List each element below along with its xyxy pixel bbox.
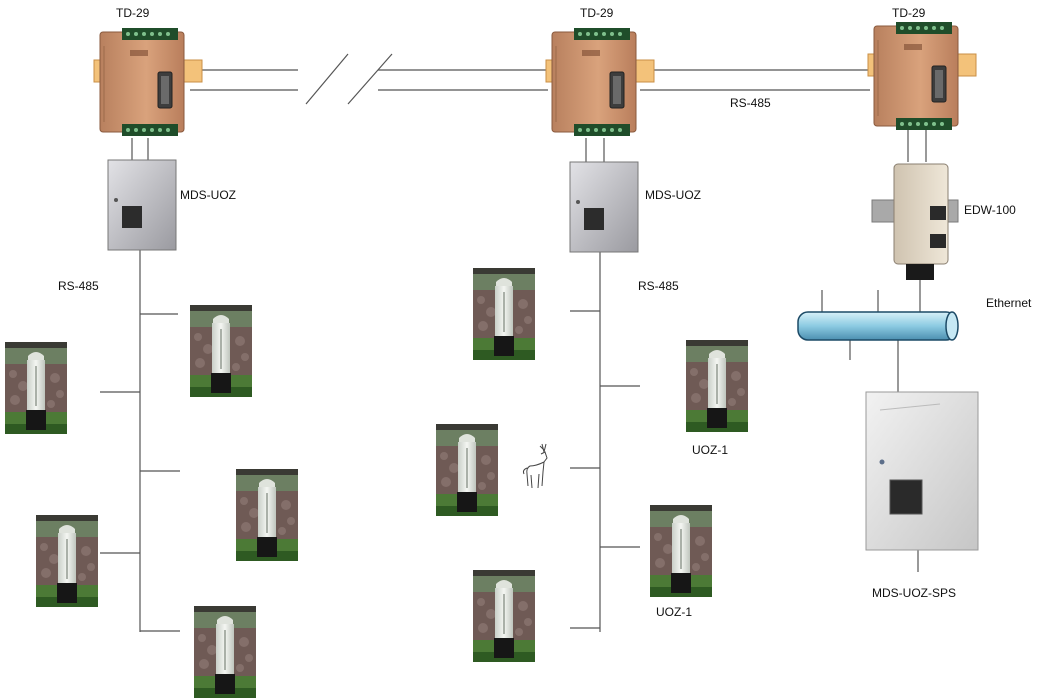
td29-right-device: [867, 21, 977, 131]
device-links: [131, 128, 927, 162]
sensor-post: [194, 606, 256, 698]
left-rs485-bus: [100, 250, 180, 632]
td29-left-label: TD-29: [116, 6, 150, 20]
mds-uoz-sps-device: [865, 391, 979, 551]
middle-rs485-bus: [570, 252, 640, 632]
sensor-post: [236, 469, 298, 561]
sensor-post: [473, 570, 535, 662]
mds-uoz-left-label: MDS-UOZ: [180, 188, 236, 202]
rs485-left-label: RS-485: [58, 279, 99, 293]
uoz1-lower-label: UOZ-1: [656, 605, 692, 619]
deer-icon: [522, 443, 548, 489]
sensor-post: [36, 515, 98, 607]
mds-uoz-middle-device: [569, 161, 639, 253]
ethernet-bus: [797, 311, 959, 341]
rs485-top-label: RS-485: [730, 96, 771, 110]
td29-middle-device: [545, 27, 655, 137]
td29-middle-label: TD-29: [580, 6, 614, 20]
td29-left-device: [93, 27, 203, 137]
td29-right-label: TD-29: [892, 6, 926, 20]
edw100-label: EDW-100: [964, 203, 1016, 217]
sensor-post: [5, 342, 67, 434]
edw100-device: [871, 163, 959, 280]
mds-uoz-sps-label: MDS-UOZ-SPS: [872, 586, 956, 600]
ethernet-label: Ethernet: [986, 296, 1032, 310]
sensor-post: [190, 305, 252, 397]
sensor-post: [650, 505, 712, 597]
ethernet-links: [821, 280, 921, 572]
sensor-post: [473, 268, 535, 360]
uoz1-upper-label: UOZ-1: [692, 443, 728, 457]
sensor-post: [686, 340, 748, 432]
line-break-symbol: [305, 53, 393, 105]
mds-uoz-middle-label: MDS-UOZ: [645, 188, 701, 202]
sensor-post: [436, 424, 498, 516]
rs485-middle-label: RS-485: [638, 279, 679, 293]
mds-uoz-left-device: [107, 159, 177, 251]
rs485-backbone: [190, 69, 870, 91]
